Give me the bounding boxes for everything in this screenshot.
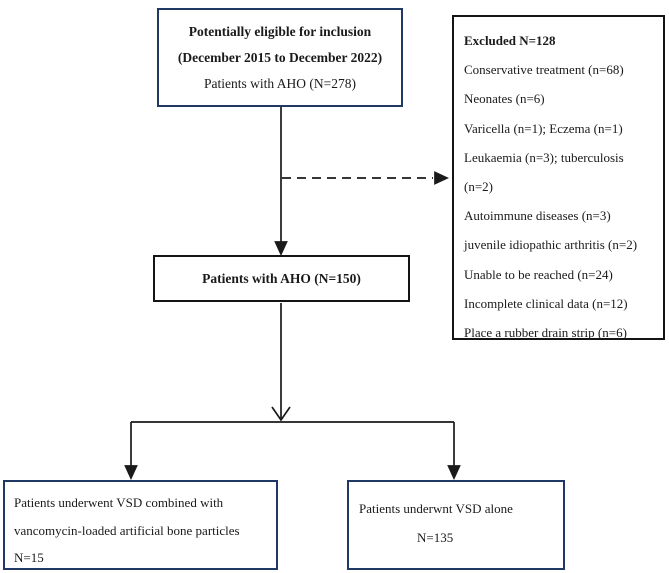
eligible-box-line2: (December 2015 to December 2022): [177, 50, 383, 65]
vsd-alone-line1: Patients underwnt VSD alone: [359, 501, 513, 516]
eligible-box-line3: Patients with AHO (N=278): [204, 76, 356, 91]
aho150-box: Patients with AHO (N=150): [153, 255, 410, 302]
vsd-combined-line1: Patients underwent VSD combined with: [14, 495, 224, 510]
vsd-alone-count: N=135: [417, 530, 454, 545]
vsd-combined-box: Patients underwent VSD combined with van…: [3, 480, 278, 570]
eligible-box: Potentially eligible for inclusion (Dece…: [157, 8, 403, 107]
arrow-split-to-vsd-combined-head: [124, 465, 138, 481]
excluded-item: Autoimmune diseases (n=3): [464, 208, 611, 224]
excluded-item: Place a rubber drain strip (n=6): [464, 325, 627, 341]
vsd-combined-count: N=15: [14, 550, 44, 565]
excluded-item: Incomplete clinical data (n=12): [464, 295, 628, 311]
arrow-split-to-vsd-alone-head: [447, 465, 461, 481]
arrow-aho150-to-split-chevron: [271, 406, 291, 422]
arrow-eligible-to-aho150-head: [274, 241, 288, 257]
excluded-item: Unable to be reached (n=24): [464, 266, 613, 282]
excluded-item: Varicella (n=1); Eczema (n=1): [464, 120, 623, 136]
vsd-combined-line2: vancomycin-loaded artificial bone partic…: [14, 522, 240, 538]
aho150-box-label: Patients with AHO (N=150): [202, 271, 361, 286]
excluded-item: juvenile idiopathic arthritis (n=2): [464, 237, 638, 253]
excluded-item: Conservative treatment (n=68): [464, 62, 624, 78]
excluded-item: Neonates (n=6): [464, 91, 545, 107]
excluded-item: Leukaemia (n=3); tuberculosis: [464, 149, 624, 165]
vsd-alone-box: Patients underwnt VSD alone N=135: [347, 480, 565, 570]
eligible-box-line1: Potentially eligible for inclusion: [188, 24, 372, 39]
excluded-box-title: Excluded N=128: [464, 33, 556, 48]
excluded-item: (n=2): [464, 179, 493, 195]
excluded-box: Excluded N=128 Conservative treatment (n…: [452, 15, 665, 340]
arrow-excluded-head: [434, 171, 450, 185]
